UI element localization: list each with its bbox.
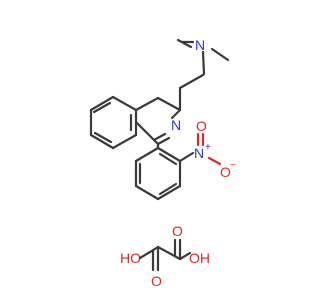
bond-c3-c4: [156, 96, 182, 112]
nitro-group: N + O O −: [194, 118, 236, 180]
bond-n-methyl-left-stub: [176, 38, 193, 49]
bond-c8-c8a: [111, 133, 138, 150]
bond-c7-c8: [89, 133, 115, 150]
oxalic-oh-label: OH: [189, 250, 210, 266]
ring-nitrogen-label: N: [171, 117, 181, 133]
bond-c-oh: [178, 251, 192, 261]
dimethylamino-group: N: [176, 37, 230, 76]
bond-n-methyl-right: [210, 47, 230, 62]
bond-ar-1: [134, 146, 160, 163]
nitro-oxygen-charge: −: [230, 160, 236, 171]
bond-c7-c8-double: [93, 131, 113, 144]
bond-ar-nitro: [178, 151, 195, 163]
bond-c1-n: [156, 136, 171, 146]
bond-c5-c6-double: [92, 101, 112, 114]
nitrophenyl-ring: [134, 142, 195, 201]
nitro-nitrogen-label: N: [194, 145, 204, 161]
bond-c3-n: [170, 108, 182, 120]
structure-svg: N N: [89, 37, 236, 289]
bond-ar-4-double: [158, 182, 178, 196]
bond-ar-4: [156, 184, 182, 201]
bond-ch2-ch2: [178, 73, 205, 90]
bond-c4a-c5: [111, 95, 138, 112]
bond-n-ch2: [201, 50, 206, 76]
molecule-drawing: N N: [89, 37, 236, 289]
bond-c-c: [156, 245, 182, 261]
dihydroisoquinoline-ring: N: [89, 95, 182, 150]
bond-ar-6: [156, 146, 182, 163]
oxalic-acid: HO O OH O: [120, 223, 210, 289]
bond-no-single: [207, 156, 222, 166]
ethyl-linker: [178, 73, 205, 112]
bond-ar-3: [134, 184, 160, 201]
amine-nitrogen-label: N: [195, 37, 205, 53]
bond-ho-c: [138, 250, 152, 260]
bond-c8a-c1: [134, 120, 160, 146]
bond-ar-6-double: [158, 152, 178, 166]
oxalic-o-bottom-label: O: [151, 273, 162, 289]
nitro-oxygen-double-label: O: [196, 118, 207, 134]
nitro-oxygen-single-label: O: [220, 164, 231, 180]
bond-ho-c-2: [148, 245, 160, 254]
bond-c1-n-double: [152, 132, 167, 142]
oxalic-o-top-label: O: [172, 223, 183, 239]
bond-c4-c4a: [134, 96, 160, 112]
nitro-nitrogen-charge: +: [205, 142, 211, 153]
oxalic-ho-label: HO: [120, 250, 141, 266]
bond-c5-c6: [89, 95, 115, 112]
